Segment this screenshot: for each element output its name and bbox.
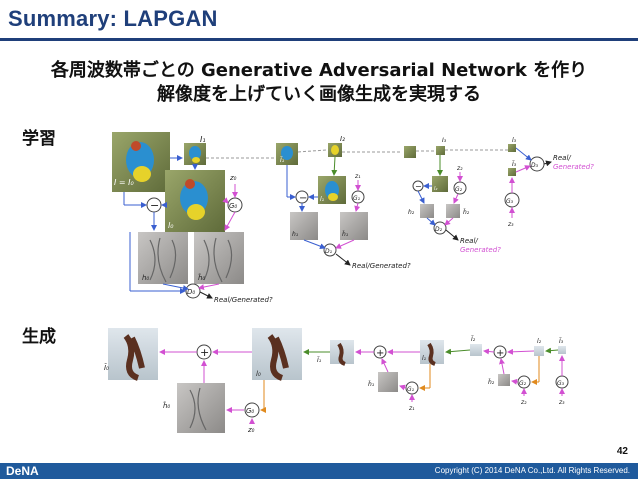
gen-label-h2-tilde: h̃₂ <box>487 379 494 386</box>
label-i1: I₁ <box>200 135 206 144</box>
gen-label-l2: l₂ <box>537 338 542 345</box>
train-image-h2 <box>420 204 434 218</box>
label-real-gen-3b: Generated? <box>553 163 594 171</box>
label-h2: h₂ <box>408 209 415 216</box>
gen-label-i0-tilde: Ĩ₀ <box>104 363 109 372</box>
label-g1: G₁ <box>353 195 361 202</box>
subtitle-line-2: 解像度を上げていく画像生成を実現する <box>157 84 481 105</box>
train-image-l3 <box>508 144 516 152</box>
footer-copyright: Copyright (C) 2014 DeNA Co.,Ltd. All Rig… <box>434 466 630 475</box>
title-bar: Summary: LAPGAN <box>0 0 638 41</box>
gen-label-g0: G₀ <box>246 407 254 415</box>
gen-g0-node <box>244 402 260 418</box>
page-number: 42 <box>616 446 628 457</box>
section-label-train: 学習 <box>22 129 56 149</box>
gen-label-z0: z₀ <box>247 426 255 434</box>
label-g0: G₀ <box>229 202 237 210</box>
minus-sign-1: − <box>299 193 307 204</box>
slide-title: Summary: LAPGAN <box>8 6 218 31</box>
label-z0: z₀ <box>229 174 237 182</box>
gen-label-l1: l₁ <box>422 355 427 362</box>
label-i3: I₃ <box>442 137 447 144</box>
label-l2: l₂ <box>434 186 437 192</box>
minus-sign-0: − <box>150 199 159 212</box>
gen-label-i3-tilde: Ĩ₃ <box>559 338 564 345</box>
subtitle-line-1: 各周波数帯ごとの Generative Adversarial Network … <box>50 60 588 81</box>
gen-label-g3: G₃ <box>557 380 565 387</box>
gen-label-l0: l₀ <box>256 370 261 378</box>
label-g2: G₂ <box>455 186 463 193</box>
label-real-gen-2a: Real/ <box>460 237 478 245</box>
minus-sign-2: − <box>415 182 422 191</box>
plus-sign-1: + <box>376 348 384 359</box>
label-real-gen-0: Real/Generated? <box>214 296 273 304</box>
plus-sign-2: + <box>496 348 504 359</box>
train-image-l2 <box>432 176 448 192</box>
plus-sign-0: + <box>200 346 209 359</box>
label-h2-tilde: h̃₂ <box>462 209 469 216</box>
label-h1-tilde: h̃₁ <box>341 231 348 238</box>
gen-label-z1: z₁ <box>408 405 415 412</box>
label-d1: D₁ <box>325 248 333 255</box>
gen-label-g2: G₂ <box>519 380 527 387</box>
train-image-h1 <box>290 212 318 240</box>
train-image-i0 <box>112 132 170 192</box>
label-i2: I₂ <box>340 135 345 143</box>
gen-label-i1-tilde: Ĩ₁ <box>317 357 322 364</box>
train-image-l0 <box>165 170 225 232</box>
label-l3: l₃ <box>512 137 517 144</box>
gen-label-i2-tilde: Ĩ₂ <box>471 336 476 343</box>
gen-image-i2-tilde <box>470 344 482 356</box>
label-z2: z₂ <box>456 165 463 172</box>
d1-node <box>323 243 337 257</box>
label-i1-tilde: Ĩ₁ <box>280 157 285 164</box>
footer-bar <box>0 463 638 479</box>
label-i3-tilde: Ĩ₃ <box>512 161 517 168</box>
train-image-i1 <box>184 143 206 165</box>
d0-node <box>185 283 201 299</box>
label-real-gen-1: Real/Generated? <box>352 262 411 270</box>
label-real-gen-2b: Generated? <box>460 246 501 254</box>
train-image-i2-b <box>404 146 416 158</box>
label-real-gen-3a: Real/ <box>553 154 571 162</box>
train-image-i3 <box>436 146 445 155</box>
label-h0-tilde: h̃₀ <box>198 274 206 282</box>
g2-node <box>453 181 467 195</box>
label-d2: D₂ <box>435 226 443 233</box>
gen-label-z2: z₂ <box>520 399 527 406</box>
label-h1: h₁ <box>292 231 299 238</box>
label-z1: z₁ <box>354 173 361 180</box>
gen-image-l2 <box>534 346 544 356</box>
gen-label-h1-tilde: h̃₁ <box>367 381 374 388</box>
gen-image-h2-tilde <box>498 374 510 386</box>
gen-image-i3-tilde <box>558 346 566 354</box>
d2-node <box>433 221 447 235</box>
label-l0: l₀ <box>168 221 174 230</box>
label-d0: D₀ <box>187 288 195 296</box>
label-i-eq-i0: I = I₀ <box>114 178 135 187</box>
train-image-h2-tilde <box>446 204 460 218</box>
title-rule <box>0 38 638 41</box>
gen-label-g1: G₁ <box>407 386 415 393</box>
section-label-generate: 生成 <box>22 327 56 347</box>
gen-label-h0-tilde: h̃₀ <box>163 402 171 410</box>
label-h0: h₀ <box>142 274 149 282</box>
label-g3: G₃ <box>506 198 514 205</box>
label-d3: D₃ <box>531 162 539 169</box>
dena-logo: DeNA <box>6 464 39 478</box>
gen-image-h0-tilde <box>177 383 225 433</box>
gen-label-z3: z₃ <box>558 399 565 406</box>
label-l1: l₁ <box>320 196 325 203</box>
train-image-i3-tilde <box>508 168 516 176</box>
train-image-h1-tilde <box>340 212 368 240</box>
gen-image-h1-tilde <box>378 372 398 392</box>
label-z3: z₃ <box>507 221 514 228</box>
